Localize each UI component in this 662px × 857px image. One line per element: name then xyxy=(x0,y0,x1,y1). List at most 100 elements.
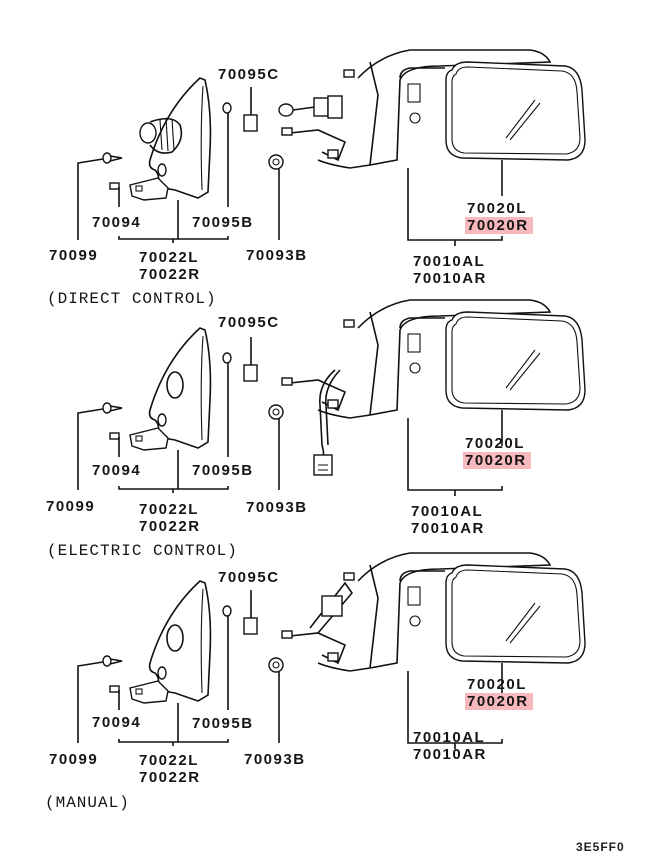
stud-bolt xyxy=(281,127,293,136)
part-label-cover-r[interactable]: 70022R xyxy=(139,769,201,786)
part-label-screw[interactable]: 70099 xyxy=(49,247,99,264)
bracket-foot xyxy=(129,427,169,451)
section-caption: (DIRECT CONTROL) xyxy=(47,290,217,308)
nut-icon xyxy=(268,404,284,420)
part-label-cover-r[interactable]: 70022R xyxy=(139,266,201,283)
housing-inner-edge xyxy=(369,564,379,669)
rubber-boot xyxy=(149,117,183,154)
part-label-pin[interactable]: 70094 xyxy=(92,714,142,731)
part-label-cover-r[interactable]: 70022R xyxy=(139,518,201,535)
part-label-pin[interactable]: 70094 xyxy=(92,214,142,231)
base-cover-edge xyxy=(200,335,204,441)
bushing-icon xyxy=(222,352,232,364)
housing-hole xyxy=(409,615,421,627)
adjust-slot xyxy=(407,586,421,606)
base-cover-edge xyxy=(200,85,204,191)
stud-bolt-lower xyxy=(327,399,339,409)
part-label-mirror-l[interactable]: 70020L xyxy=(465,435,525,452)
part-label-bushing[interactable]: 70095B xyxy=(192,715,254,732)
part-label-assy-r[interactable]: 70010AR xyxy=(413,746,487,763)
base-cover-shape xyxy=(148,77,212,199)
part-label-clip[interactable]: 70095C xyxy=(218,66,280,83)
part-label-assy-l[interactable]: 70010AL xyxy=(413,729,486,746)
part-label-bushing[interactable]: 70095B xyxy=(192,214,254,231)
part-label-nut[interactable]: 70093B xyxy=(244,751,306,768)
pin-icon xyxy=(109,685,120,693)
clip-icon xyxy=(243,114,258,132)
bracket-line-cover xyxy=(118,236,229,240)
bracket-foot xyxy=(129,177,169,201)
part-label-mirror-l[interactable]: 70020L xyxy=(467,200,527,217)
leader-line-screw xyxy=(77,408,104,490)
part-label-cover-l[interactable]: 70022L xyxy=(139,501,199,518)
stud-bolt xyxy=(281,630,293,639)
bracket-foot xyxy=(129,680,169,704)
bushing-icon xyxy=(222,605,232,617)
stud-bolt-upper xyxy=(343,319,355,328)
bracket-line-cover xyxy=(118,739,229,743)
mirror-glass xyxy=(445,564,586,664)
stud-bolt-lower xyxy=(327,652,339,662)
clip-icon xyxy=(243,617,258,635)
housing-inner-edge xyxy=(369,61,379,166)
mirror-housing xyxy=(317,552,552,672)
part-label-mirror-r-highlighted[interactable]: 70020R xyxy=(465,693,533,710)
stud-bolt xyxy=(281,377,293,386)
cover-boss xyxy=(157,163,167,177)
leader-line-screw xyxy=(77,158,104,240)
pin-icon xyxy=(109,432,120,440)
part-label-assy-r[interactable]: 70010AR xyxy=(411,520,485,537)
part-label-cover-l[interactable]: 70022L xyxy=(139,752,199,769)
part-label-mirror-l[interactable]: 70020L xyxy=(467,676,527,693)
control-knob-end xyxy=(278,103,294,117)
part-label-assy-l[interactable]: 70010AL xyxy=(413,253,486,270)
cover-hole xyxy=(166,371,184,399)
part-label-bushing[interactable]: 70095B xyxy=(192,462,254,479)
glass-reflection xyxy=(505,349,536,389)
section-direct-control-drawing xyxy=(77,49,586,246)
bracket-slot xyxy=(135,688,143,695)
cover-boss xyxy=(157,666,167,680)
part-label-clip[interactable]: 70095C xyxy=(218,569,280,586)
diagram-reference-code: 3E5FF0 xyxy=(576,840,625,854)
section-caption: (MANUAL) xyxy=(45,794,130,812)
control-cable xyxy=(292,106,316,111)
glass-reflection xyxy=(505,99,536,139)
part-label-pin[interactable]: 70094 xyxy=(92,462,142,479)
screw-icon xyxy=(102,152,112,164)
part-label-assy-r[interactable]: 70010AR xyxy=(413,270,487,287)
screw-icon xyxy=(102,402,112,414)
control-knob xyxy=(139,122,157,144)
manual-pivot xyxy=(321,595,343,617)
part-label-assy-l[interactable]: 70010AL xyxy=(411,503,484,520)
nut-icon xyxy=(268,657,284,673)
base-cover-shape xyxy=(148,580,212,702)
control-actuator-body xyxy=(327,95,343,119)
section-manual-drawing xyxy=(77,552,586,749)
glass-reflection xyxy=(505,602,536,642)
clip-icon xyxy=(243,364,258,382)
part-label-nut[interactable]: 70093B xyxy=(246,499,308,516)
part-label-cover-l[interactable]: 70022L xyxy=(139,249,199,266)
leader-line-screw xyxy=(77,661,104,743)
bracket-slot xyxy=(135,185,143,192)
stud-bolt-upper xyxy=(343,572,355,581)
part-label-screw[interactable]: 70099 xyxy=(46,498,96,515)
housing-inner-edge xyxy=(369,311,379,416)
cover-boss xyxy=(157,413,167,427)
screw-icon xyxy=(102,655,112,667)
section-caption: (ELECTRIC CONTROL) xyxy=(47,542,238,560)
bushing-icon xyxy=(222,102,232,114)
part-label-mirror-r-highlighted[interactable]: 70020R xyxy=(465,217,533,234)
control-actuator xyxy=(313,97,329,117)
part-label-screw[interactable]: 70099 xyxy=(49,751,99,768)
part-label-clip[interactable]: 70095C xyxy=(218,314,280,331)
part-label-mirror-r-highlighted[interactable]: 70020R xyxy=(463,452,531,469)
mirror-glass xyxy=(445,311,586,411)
housing-hole xyxy=(409,362,421,374)
part-label-nut[interactable]: 70093B xyxy=(246,247,308,264)
nut-icon xyxy=(268,154,284,170)
base-cover-shape xyxy=(148,327,212,449)
stud-bolt-lower xyxy=(327,149,339,159)
